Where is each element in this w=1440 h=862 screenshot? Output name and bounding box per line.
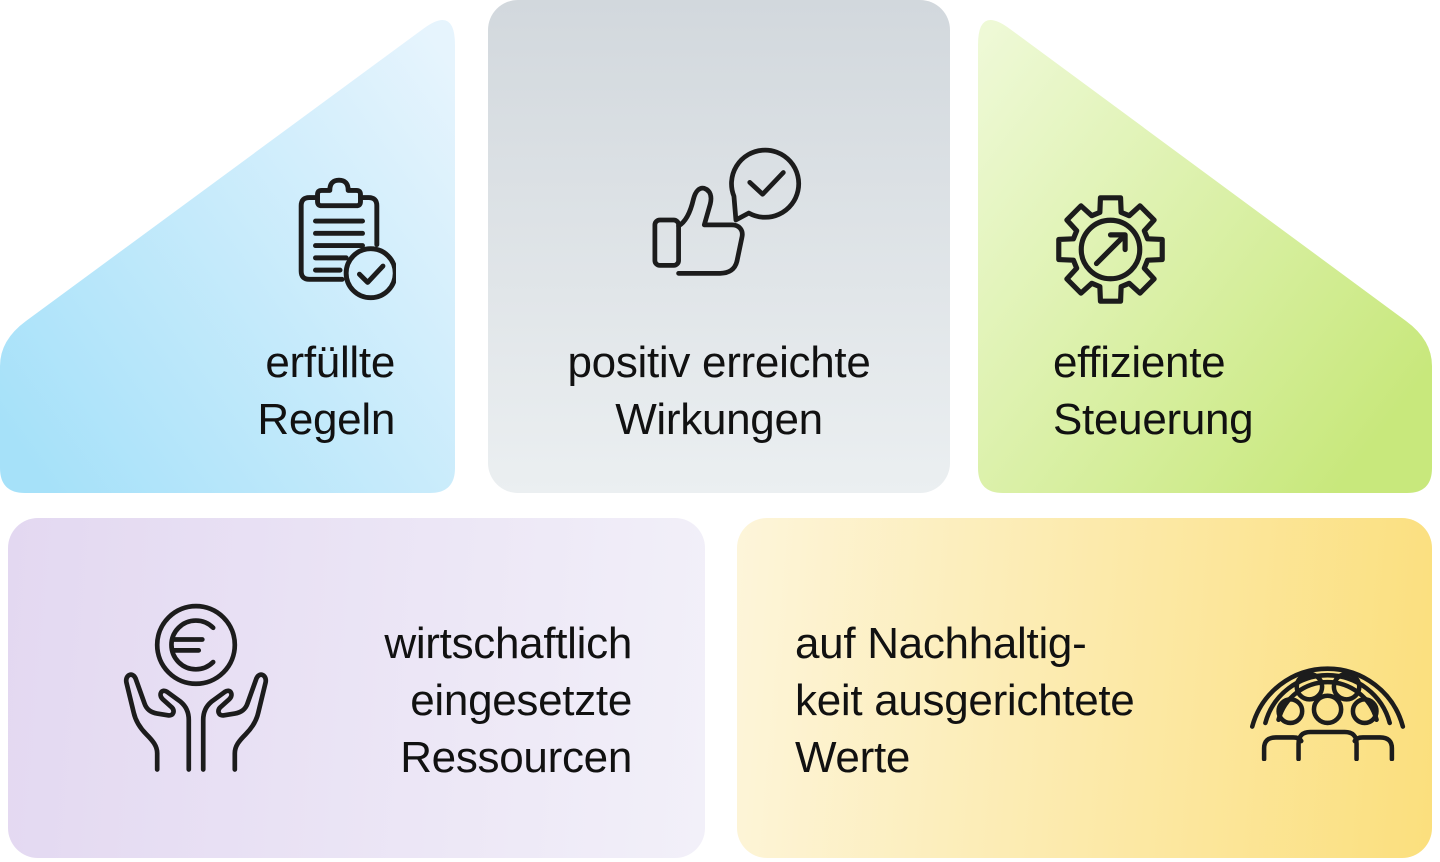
people-community-icon — [1244, 616, 1412, 761]
card-positiv-erreichte-wirkungen: positiv erreichte Wirkungen — [488, 0, 950, 493]
card-label: erfüllte Regeln — [65, 334, 395, 448]
card-label-line: Wirkungen — [615, 395, 823, 444]
card-label-line: Werte — [795, 733, 911, 782]
card-erfuellte-regeln: erfüllte Regeln — [0, 0, 455, 493]
hands-euro-icon — [110, 598, 282, 774]
card-label: effiziente Steuerung — [1053, 334, 1393, 448]
thumbs-up-check-icon — [645, 142, 813, 292]
card-label-line: keit ausgerichtete — [795, 676, 1135, 725]
card-label: auf Nachhaltig- keit ausgerichtete Werte — [795, 615, 1235, 786]
card-label-line: Regeln — [257, 395, 395, 444]
card-label-line: effiziente — [1053, 338, 1226, 387]
card-label-line: Ressourcen — [400, 733, 632, 782]
card-label-line: Steuerung — [1053, 395, 1254, 444]
card-label-line: positiv erreichte — [567, 338, 871, 387]
card-label-line: auf Nachhaltig- — [795, 619, 1087, 668]
card-label-line: erfüllte — [265, 338, 395, 387]
triangle-right-shape — [978, 20, 1432, 493]
triangle-left-shape — [0, 20, 455, 493]
card-wirtschaftlich-eingesetzte-ressourcen: wirtschaftlich eingesetzte Ressourcen — [8, 518, 705, 858]
card-label: positiv erreichte Wirkungen — [508, 334, 930, 448]
gear-arrow-icon — [1052, 191, 1169, 308]
card-label-line: wirtschaftlich — [384, 619, 632, 668]
clipboard-check-icon — [282, 172, 396, 310]
card-auf-nachhaltigkeit-ausgerichtete-werte: auf Nachhaltig- keit ausgerichtete Werte — [737, 518, 1432, 858]
card-effiziente-steuerung: effiziente Steuerung — [978, 0, 1432, 493]
card-label-line: eingesetzte — [410, 676, 632, 725]
card-label: wirtschaftlich eingesetzte Ressourcen — [312, 615, 632, 786]
